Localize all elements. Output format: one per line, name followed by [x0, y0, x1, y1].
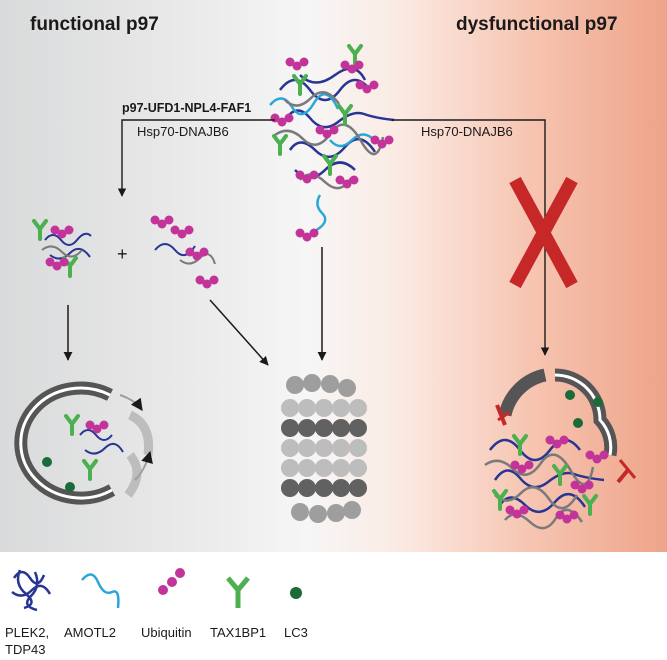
arrow-left-branch	[117, 119, 275, 197]
legend-label-ubiquitin: Ubiquitin	[141, 625, 192, 640]
legend-dot-icon	[290, 587, 302, 599]
label-complex: p97-UFD1-NPL4-FAF1	[122, 101, 251, 115]
blocked-autophagosome	[495, 368, 637, 484]
header-functional: functional p97	[30, 14, 159, 35]
legend-squiggle-icon	[81, 573, 120, 609]
label-chaperone-right: Hsp70-DNAJB6	[421, 124, 513, 139]
block-x-icon	[509, 176, 578, 289]
legend-receptor-icon	[226, 576, 250, 608]
ubiquitinated-proteins	[150, 215, 219, 289]
legend-label-plek2: PLEK2,	[5, 625, 49, 640]
legend-label-lc3: LC3	[284, 625, 308, 640]
dysfunctional-aggregate	[484, 434, 609, 530]
arrow-right-branch	[392, 119, 550, 356]
header-dysfunctional: dysfunctional p97	[456, 14, 618, 35]
large-aggregate	[269, 44, 395, 242]
legend-tangle-icon	[11, 569, 52, 612]
label-chaperone-left: Hsp70-DNAJB6	[137, 124, 229, 139]
legend-label-tax1bp1: TAX1BP1	[210, 625, 266, 640]
background-gradient	[0, 0, 667, 552]
small-aggregate	[32, 219, 92, 278]
legend-ubiquitin-icon	[158, 568, 185, 595]
autophagosome	[14, 381, 154, 505]
plus-sign: +	[117, 244, 128, 264]
legend-label-tdp43: TDP43	[5, 642, 45, 657]
legend: PLEK2, TDP43 AMOTL2 Ubiquitin TAX1BP1 LC…	[5, 568, 308, 657]
arrow-to-proteasome-left	[209, 299, 269, 366]
proteasome	[281, 374, 367, 523]
legend-label-amotl2: AMOTL2	[64, 625, 116, 640]
